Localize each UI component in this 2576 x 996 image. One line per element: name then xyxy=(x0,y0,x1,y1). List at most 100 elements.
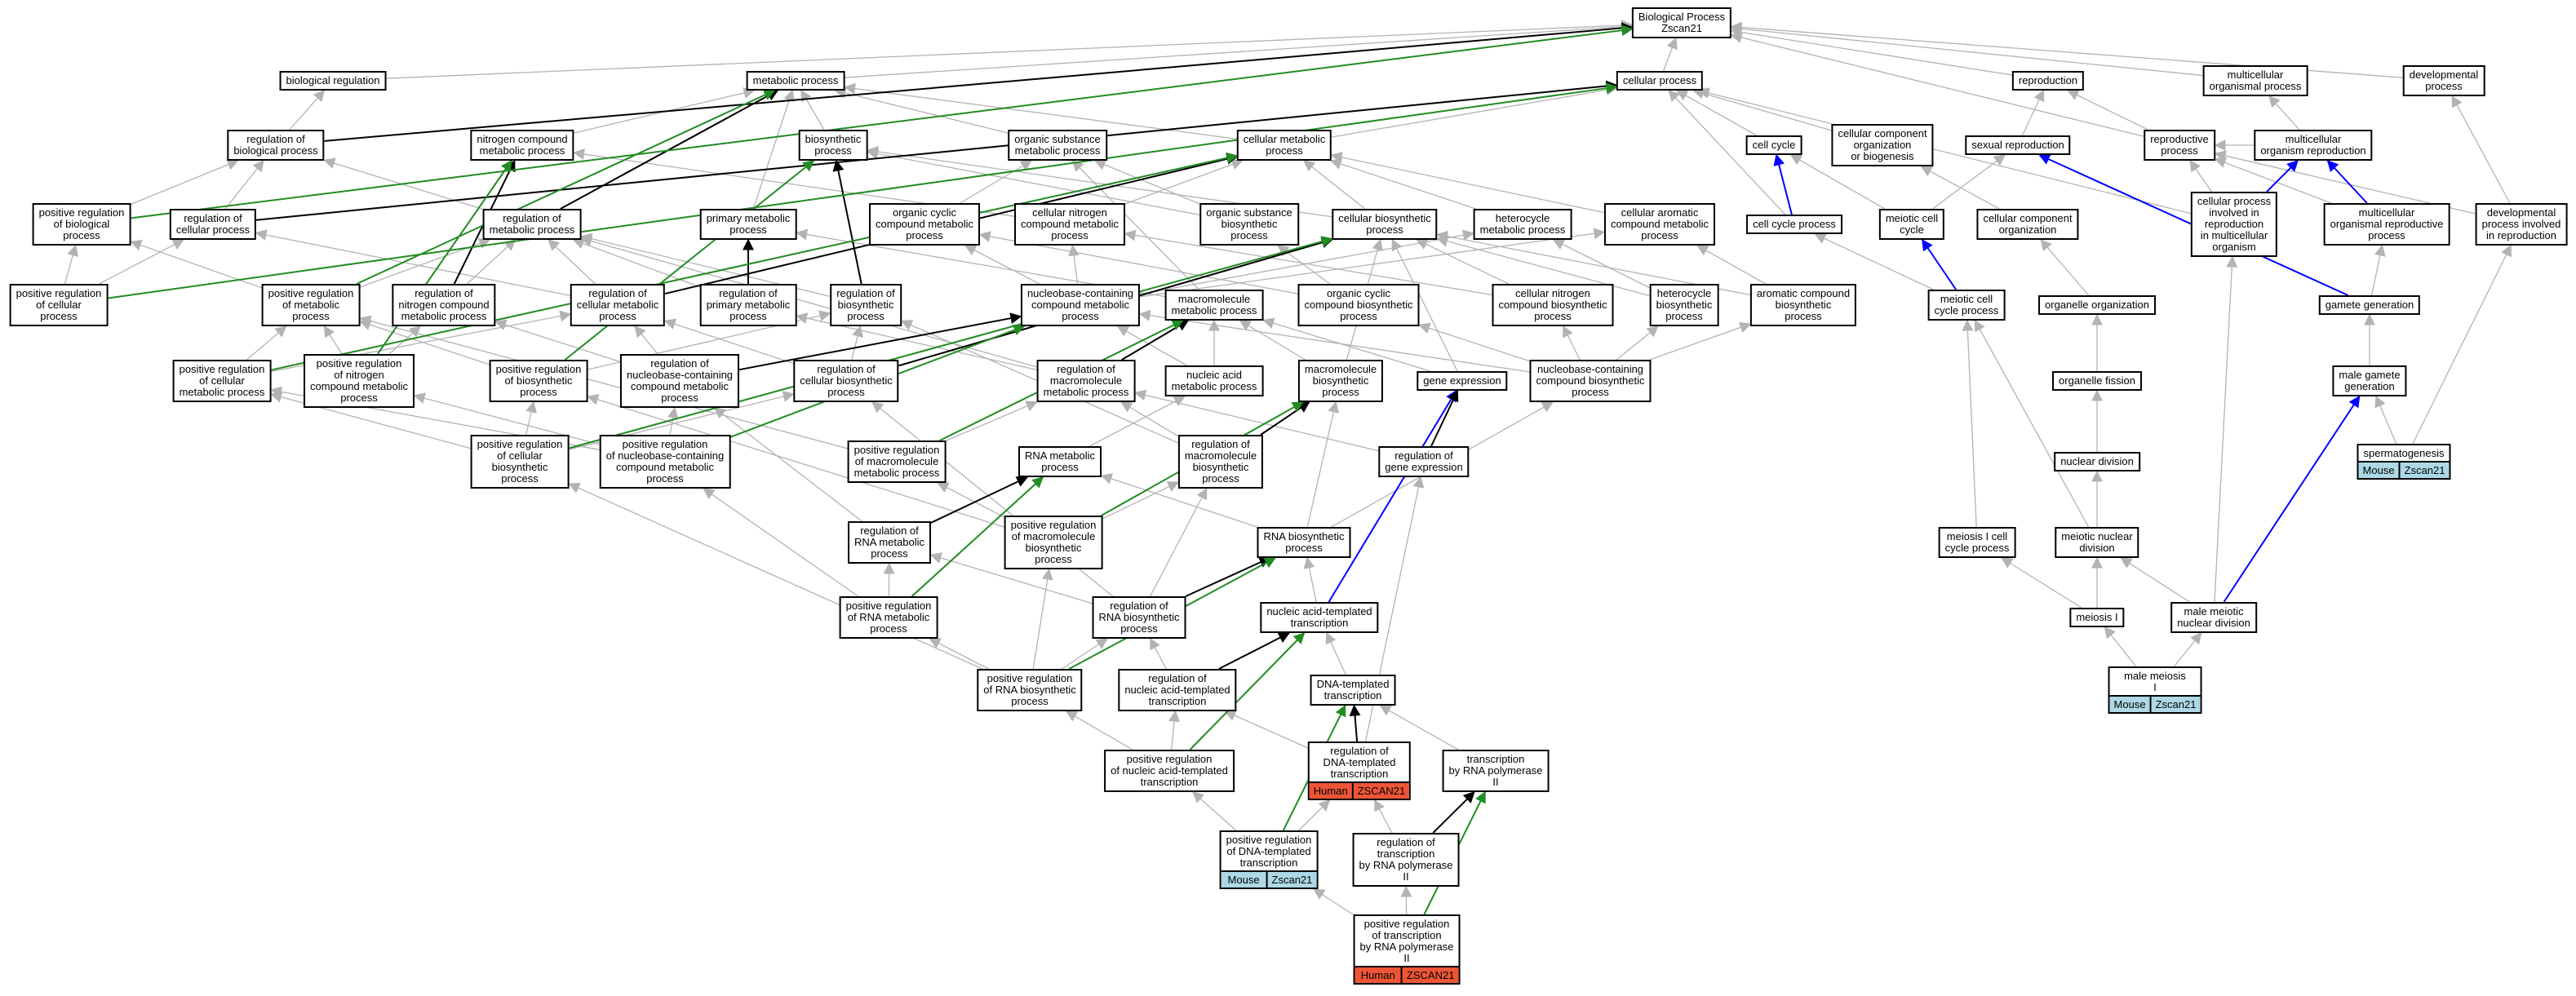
go-term-node[interactable]: gamete generation xyxy=(2318,295,2421,315)
go-term-node[interactable]: cell cycle process xyxy=(1746,215,1842,234)
go-term-label-line: process xyxy=(847,310,885,322)
go-term-label-line: process xyxy=(1340,310,1377,322)
go-term-node[interactable]: nuclear division xyxy=(2054,452,2140,471)
go-term-node[interactable]: metabolic process xyxy=(746,71,845,91)
go-term-label-line: process xyxy=(1035,553,1072,565)
go-term-node[interactable]: organelle fission xyxy=(2052,371,2142,391)
go-term-label-line: metabolic process xyxy=(1171,380,1257,392)
go-term-label-line: process xyxy=(1534,310,1572,322)
go-term-node[interactable]: reproduction xyxy=(2011,71,2085,91)
go-term-node[interactable]: cellular process xyxy=(1616,71,1704,91)
go-term-label-line: positive regulation xyxy=(16,287,102,299)
go-term-node[interactable]: organelle organization xyxy=(2038,295,2156,315)
go-term-node[interactable]: biological regulation xyxy=(279,71,387,91)
go-term-node[interactable]: cell cycle xyxy=(1745,135,1802,155)
go-term-node[interactable]: gene expression xyxy=(1417,371,1508,391)
go-term-node[interactable]: sexual reproduction xyxy=(1965,135,2071,155)
go-term-label: organelle fission xyxy=(2059,375,2135,387)
go-term-label-line: transcription xyxy=(1466,753,1525,765)
go-term-node[interactable]: meiosis I xyxy=(2069,608,2125,627)
edge-is-a xyxy=(246,325,287,361)
